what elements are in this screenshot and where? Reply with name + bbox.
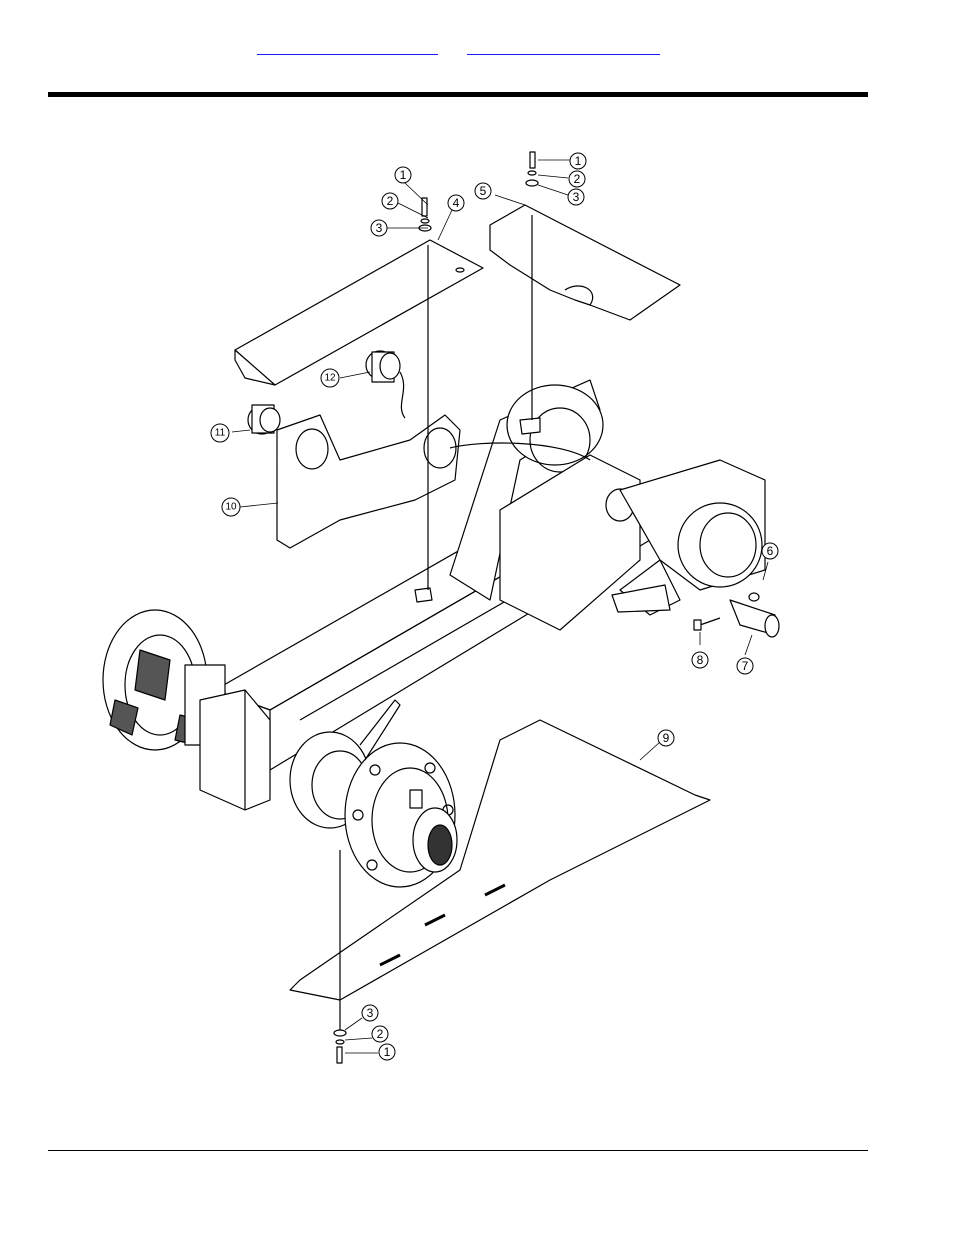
callout-1-bottom: 1 [379,1044,395,1060]
callout-8: 8 [692,652,708,668]
callout-2-top-right: 2 [569,171,585,187]
footer-rule [48,1150,868,1151]
svg-text:2: 2 [387,194,394,208]
nav-link-left[interactable] [257,44,438,55]
svg-text:7: 7 [742,659,749,673]
exploded-parts-diagram: 1 2 3 4 1 2 3 5 6 7 8 9 10 11 12 3 2 1 [88,140,788,1080]
svg-text:10: 10 [225,502,237,513]
callout-3-bottom: 3 [362,1005,378,1021]
svg-text:2: 2 [574,172,581,186]
svg-text:3: 3 [376,221,383,235]
svg-text:12: 12 [324,373,336,384]
nav-link-right[interactable] [467,44,660,55]
callout-1-top-right: 1 [570,153,586,169]
callout-6: 6 [762,543,778,559]
svg-text:6: 6 [767,544,774,558]
svg-text:4: 4 [453,196,460,210]
svg-text:1: 1 [575,154,582,168]
header-rule [48,92,868,97]
svg-text:8: 8 [697,653,704,667]
callout-10: 10 [222,498,240,516]
svg-text:11: 11 [215,428,226,439]
svg-text:3: 3 [573,190,580,204]
callout-4: 4 [448,195,464,211]
svg-text:3: 3 [367,1006,374,1020]
callout-9: 9 [658,730,674,746]
hardware-top-right [526,152,538,186]
svg-text:9: 9 [663,731,670,745]
hardware-bottom [334,1030,346,1063]
svg-text:1: 1 [400,168,407,182]
callout-2-top-left: 2 [382,193,398,209]
callout-5: 5 [475,183,491,199]
svg-text:5: 5 [480,184,487,198]
callout-12: 12 [321,369,339,387]
left-hub [103,610,270,810]
pin-assembly [694,593,779,637]
callout-11: 11 [211,424,229,442]
svg-text:2: 2 [377,1027,384,1041]
callout-1-top-left: 1 [395,167,411,183]
leader-lines [232,160,768,1053]
callout-7: 7 [737,658,753,674]
pivot-bracket [450,380,640,630]
svg-text:1: 1 [384,1045,391,1059]
callout-3-top-right: 3 [568,189,584,205]
right-hub [290,700,457,887]
callout-2-bottom: 2 [372,1026,388,1042]
callout-3-top-left: 3 [371,220,387,236]
